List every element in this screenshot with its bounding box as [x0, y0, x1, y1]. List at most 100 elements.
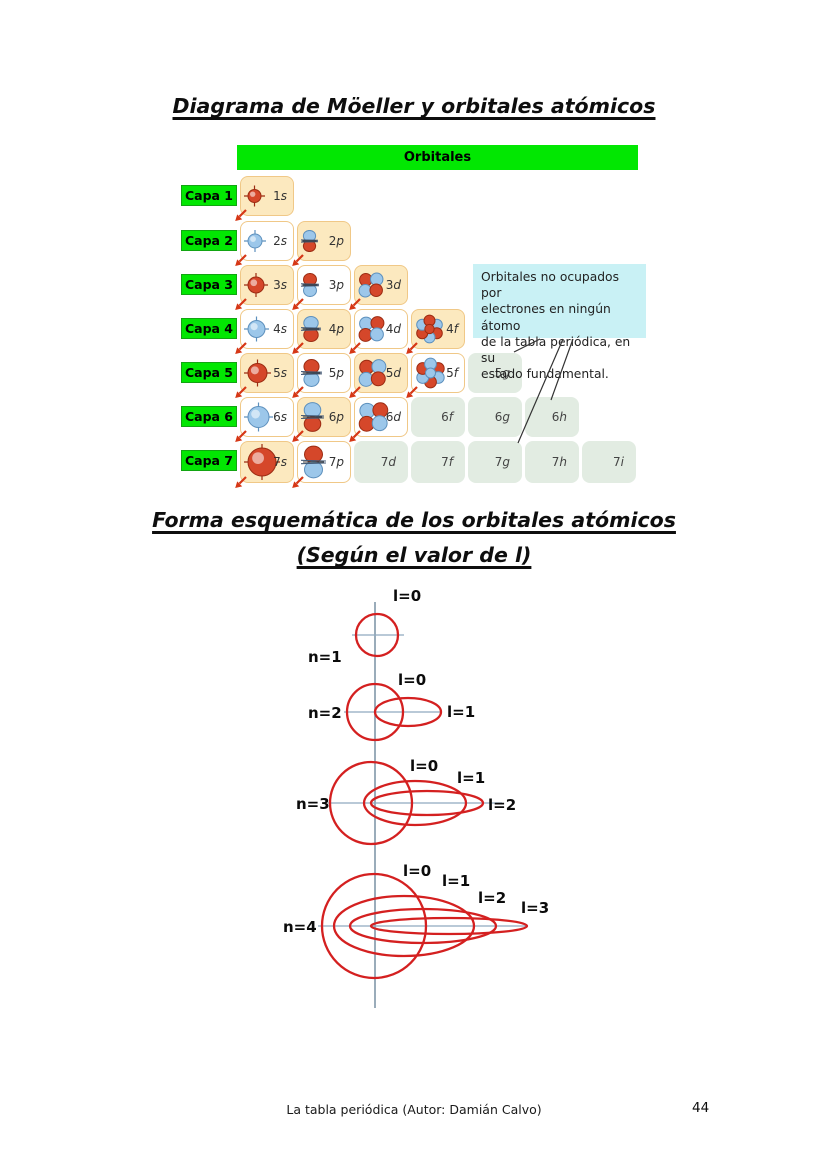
orbit-circle [345, 682, 405, 742]
orbital-cell-label: 3s [273, 278, 287, 292]
f-orbital-icon [415, 314, 444, 344]
shell-label: Capa 5 [181, 362, 237, 383]
l-label: l=2 [478, 889, 506, 907]
orbital-cell: 3s [240, 265, 294, 305]
d-orbital-icon [358, 316, 385, 343]
f-orbital-icon [415, 357, 446, 389]
fill-order-arrow-icon [233, 385, 248, 400]
orbital-cell: 6f [411, 397, 465, 437]
shell-label: Capa 3 [181, 274, 237, 295]
p-orbital-icon [300, 402, 325, 432]
orbital-cell-label: 7d [380, 455, 396, 469]
orbital-cell: 5f [411, 353, 465, 393]
fill-order-arrow-icon [290, 475, 305, 490]
l-label: l=2 [488, 796, 516, 814]
fill-order-arrow-icon [347, 429, 362, 444]
orbital-cell: 4p [297, 309, 351, 349]
orbital-cell-label: 5s [273, 366, 287, 380]
orbital-cell-label: 4d [385, 322, 401, 336]
l-label: l=0 [403, 862, 431, 880]
fill-order-arrow-icon [233, 341, 248, 356]
orbital-cell-label: 5g [494, 366, 510, 380]
shell-label: Capa 2 [181, 230, 237, 251]
s-orbital-icon [244, 273, 268, 297]
fill-order-arrow-icon [404, 341, 419, 356]
orbital-cell-label: 6d [385, 410, 401, 424]
orbit-ellipse [369, 789, 485, 817]
orbit-ellipse [373, 696, 443, 728]
orbit-circle [320, 872, 428, 980]
fill-order-arrow-icon [347, 297, 362, 312]
orbital-cell-label: 4p [328, 322, 344, 336]
orbital-cell: 7f [411, 441, 465, 483]
n-label: n=1 [308, 648, 342, 666]
shell-label: Capa 6 [181, 406, 237, 427]
orbital-cell: 3p [297, 265, 351, 305]
d-orbital-icon [358, 272, 384, 298]
orbital-cell-label: 2p [328, 234, 344, 248]
main-title: Diagrama de Möeller y orbitales atómicos [172, 94, 656, 118]
orbital-cell-label: 2s [273, 234, 287, 248]
orbital-cell: 5d [354, 353, 408, 393]
orbital-cell: 4d [354, 309, 408, 349]
s-orbital-icon [244, 230, 266, 252]
orbital-cell: 7s [240, 441, 294, 483]
orbital-cell-label: 6p [328, 410, 344, 424]
s-orbital-icon [244, 402, 273, 432]
p-orbital-icon [300, 316, 322, 342]
l-label: l=0 [393, 587, 421, 605]
p-orbital-icon [300, 272, 320, 298]
fill-order-arrow-icon [233, 429, 248, 444]
orbital-cell-label: 7s [273, 455, 287, 469]
orbital-cell: 4s [240, 309, 294, 349]
l-label: l=1 [442, 872, 470, 890]
orbital-cell-label: 5f [446, 366, 458, 380]
subtitle-line2: (Según el valor de l) [296, 543, 532, 567]
orbital-cell: 7p [297, 441, 351, 483]
shell-label: Capa 4 [181, 318, 237, 339]
orbital-cell: 6g [468, 397, 522, 437]
orbital-cell: 2p [297, 221, 351, 261]
subtitle-row-2: (Según el valor de l) [0, 543, 828, 567]
orbital-cell-label: 6f [441, 410, 453, 424]
orbital-cell: 7h [525, 441, 579, 483]
orbit-circle [354, 612, 400, 658]
fill-order-arrow-icon [233, 297, 248, 312]
fill-order-arrow-icon [404, 385, 419, 400]
subtitle-line1: Forma esquemática de los orbitales atómi… [152, 508, 676, 532]
orbital-cell-label: 1s [273, 189, 287, 203]
orbital-cell: 3d [354, 265, 408, 305]
s-orbital-icon [244, 316, 269, 342]
fill-order-arrow-icon [290, 429, 305, 444]
orbital-cell-label: 7f [441, 455, 453, 469]
fill-order-arrow-icon [233, 475, 248, 490]
orbital-cell-label: 6g [494, 410, 510, 424]
p-orbital-icon [300, 229, 319, 253]
moeller-diagram: Orbitales Capa 1 1s Capa 2 2s 2p Capa [0, 0, 828, 520]
note-line: electrones en ningún átomo [481, 302, 611, 333]
orbital-cell: 7i [582, 441, 636, 483]
orbital-cell-label: 4f [446, 322, 458, 336]
orbital-cell-label: 3d [385, 278, 401, 292]
note-line: estado fundamental. [481, 367, 609, 382]
orbital-cell-label: 7i [613, 455, 624, 469]
orbital-cell-label: 7h [551, 455, 567, 469]
fill-order-arrow-icon [290, 253, 305, 268]
orbital-cell: 7g [468, 441, 522, 483]
orbital-cell: 5g [468, 353, 522, 393]
orbital-cell-label: 7g [494, 455, 510, 469]
d-orbital-icon [358, 402, 389, 433]
fill-order-arrow-icon [290, 297, 305, 312]
page-number: 44 [692, 1100, 710, 1116]
orbital-cell: 5s [240, 353, 294, 393]
fill-order-arrow-icon [347, 341, 362, 356]
orbital-cell-label: 3p [328, 278, 344, 292]
orbital-cell-label: 5d [385, 366, 401, 380]
n-label: n=2 [308, 704, 342, 722]
shell-label: Capa 7 [181, 450, 237, 471]
note-line: de la tabla periódica, en su [481, 334, 631, 366]
orbital-cell: 5p [297, 353, 351, 393]
l-label: l=0 [398, 671, 426, 689]
orbital-cell: 6s [240, 397, 294, 437]
